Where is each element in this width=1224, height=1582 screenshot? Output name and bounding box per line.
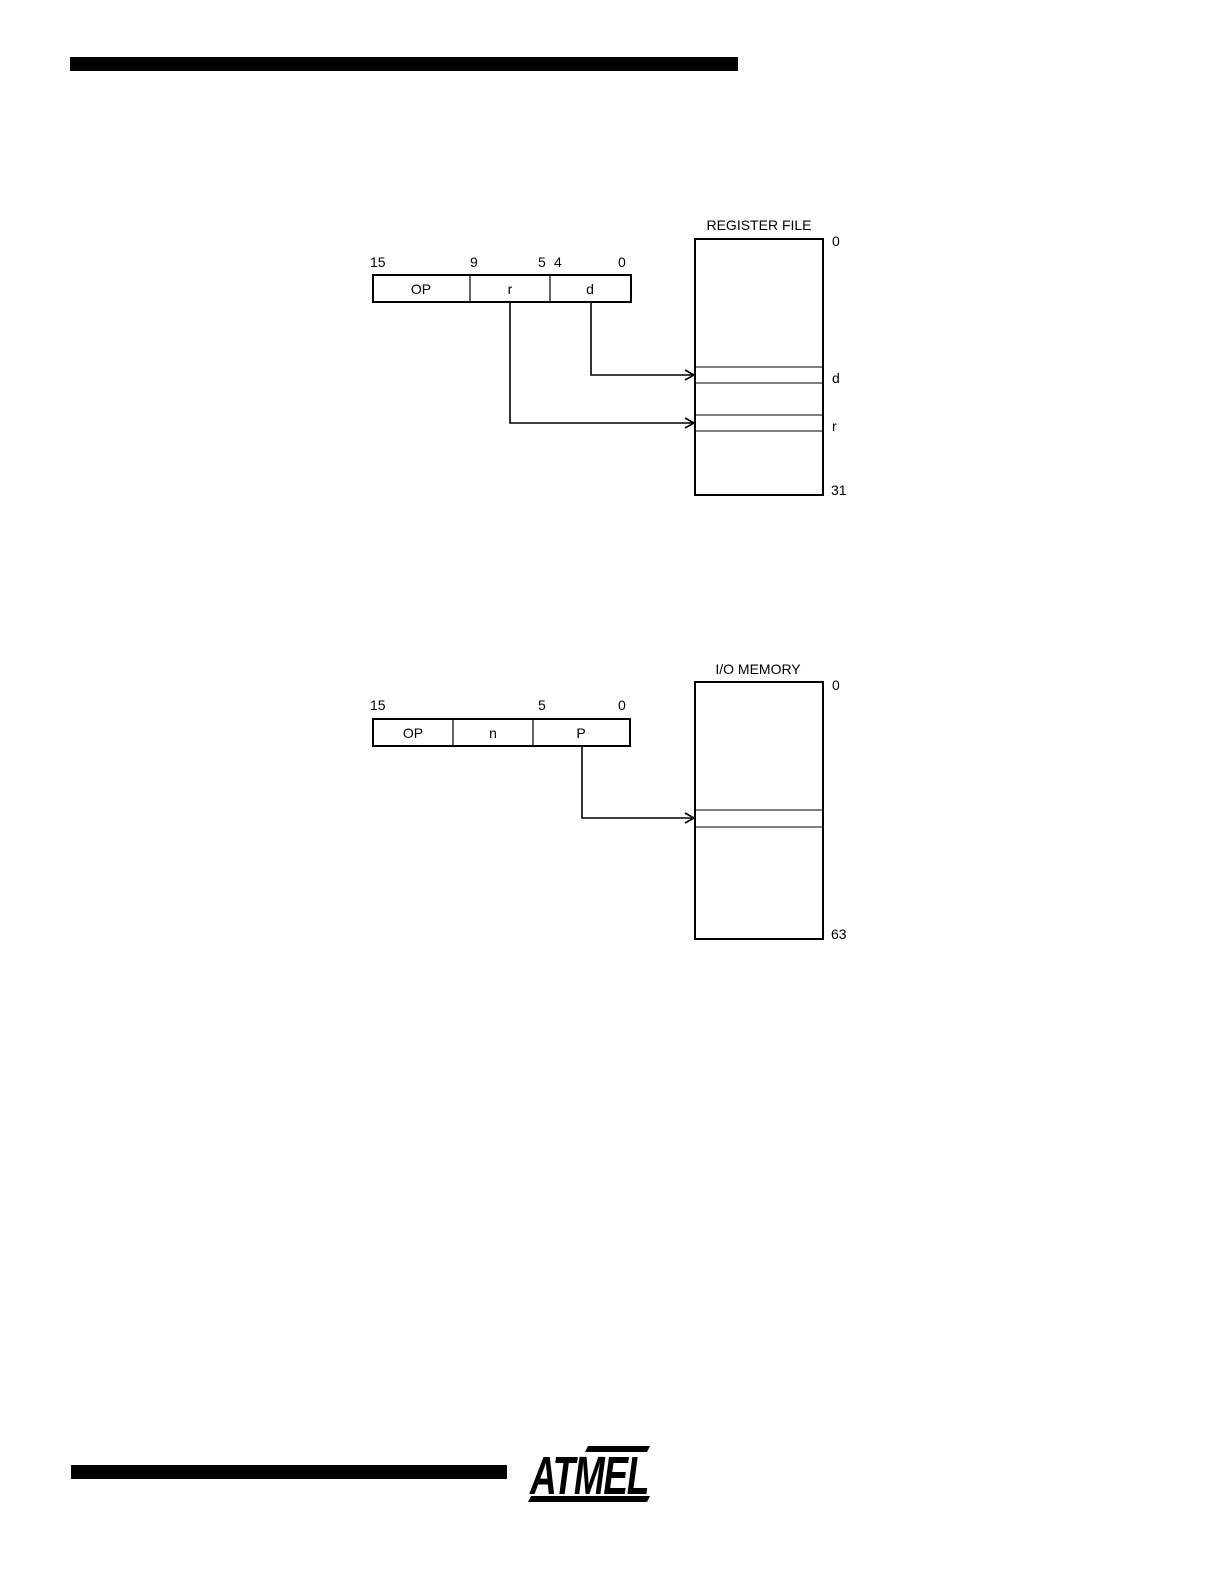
register-index-top: 0 [832,233,840,249]
r-pointer-arrow [510,302,694,423]
io-bit-label-0: 0 [618,697,626,713]
io-field-p: P [576,725,585,741]
d-pointer-arrow [591,302,694,375]
atmel-logo: ATMEL [528,1446,650,1506]
register-direct-diagram: 15 9 5 4 0 OP r d REGISTER FILE 0 d r 31 [370,217,847,498]
io-bit-label-5: 5 [538,697,546,713]
io-bit-label-15: 15 [370,697,386,713]
io-field-op: OP [403,725,423,741]
io-memory-title: I/O MEMORY [715,661,801,677]
io-index-top: 0 [832,677,840,693]
p-pointer-arrow [582,746,694,818]
register-index-d: d [832,370,840,386]
field-op: OP [411,281,431,297]
register-file-title: REGISTER FILE [706,217,811,233]
register-index-r: r [832,418,837,434]
bit-label-4: 4 [554,254,562,270]
io-direct-diagram: 15 5 0 OP n P I/O MEMORY 0 63 [370,661,847,942]
io-index-bottom: 63 [831,926,847,942]
bit-label-0: 0 [618,254,626,270]
register-index-bottom: 31 [831,482,847,498]
io-field-n: n [489,725,497,741]
field-d: d [586,281,594,297]
bit-label-9: 9 [470,254,478,270]
bit-label-5: 5 [538,254,546,270]
bit-label-15: 15 [370,254,386,270]
field-r: r [508,281,513,297]
